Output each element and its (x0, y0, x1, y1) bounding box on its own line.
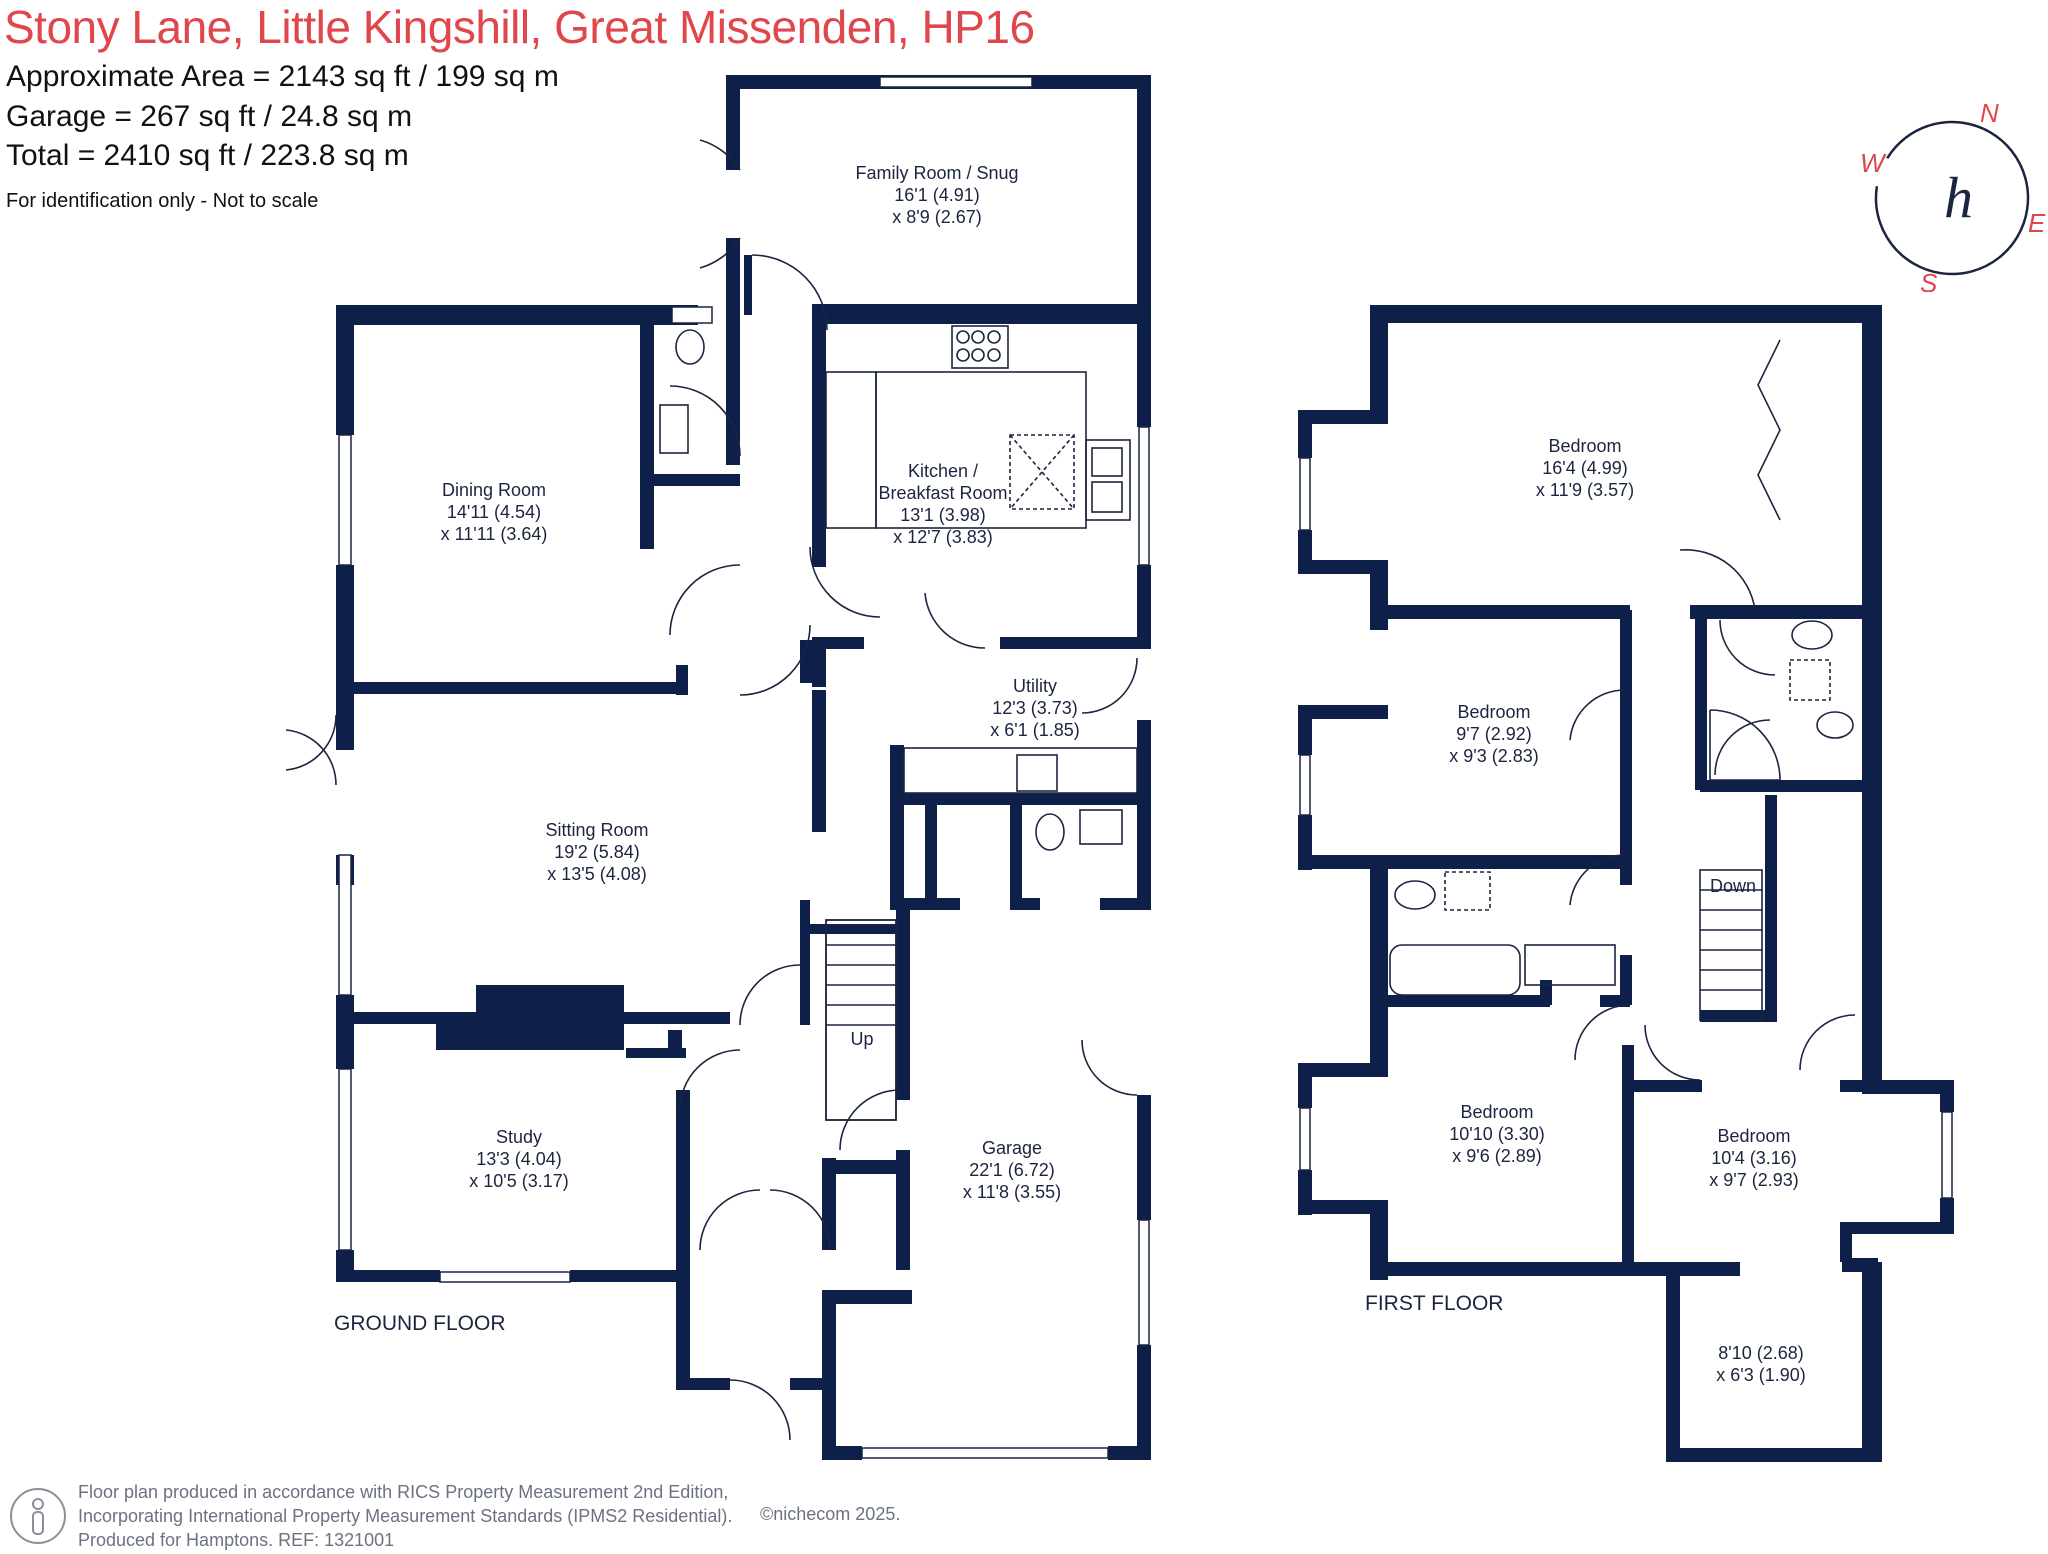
garage-name: Garage (982, 1138, 1042, 1158)
dining-room-dim1: 14'11 (4.54) (447, 502, 541, 522)
bedroom2-dim2: x 9'3 (2.83) (1449, 746, 1538, 766)
kitchen-dim1: 13'1 (3.98) (900, 505, 986, 525)
ground-floor-walls (336, 75, 1151, 1460)
dressing-dim1: 8'10 (2.68) (1718, 1343, 1804, 1363)
footer-text: Floor plan produced in accordance with R… (78, 1480, 732, 1552)
room-labels: Family Room / Snug 16'1 (4.91) x 8'9 (2.… (334, 163, 1806, 1385)
bedroom2-name: Bedroom (1457, 702, 1530, 722)
bedroom4-name: Bedroom (1717, 1126, 1790, 1146)
bedroom4-dim2: x 9'7 (2.93) (1709, 1170, 1798, 1190)
first-floor-windows (1299, 457, 1953, 1199)
garage-area: Garage = 267 sq ft / 24.8 sq m (6, 100, 413, 133)
first-floor-fixtures (1389, 339, 1856, 1081)
compass-logo-icon: N E S W h (1860, 98, 2046, 292)
utility-name: Utility (1013, 676, 1057, 696)
bedroom3-dim1: 10'10 (3.30) (1449, 1124, 1545, 1144)
study-name: Study (496, 1127, 542, 1147)
ground-floor-windows (338, 76, 1150, 1459)
utility-dim2: x 6'1 (1.85) (990, 720, 1079, 740)
bedroom1-dim1: 16'4 (4.99) (1542, 458, 1628, 478)
family-room-dim1: 16'1 (4.91) (894, 185, 980, 205)
bedroom1-name: Bedroom (1548, 436, 1621, 456)
identification-note: For identification only - Not to scale (6, 190, 319, 212)
sitting-room-dim2: x 13'5 (4.08) (547, 864, 647, 884)
compass-logo-letter: h (1944, 165, 1973, 230)
bedroom3-name: Bedroom (1460, 1102, 1533, 1122)
kitchen-name2: Breakfast Room (878, 483, 1007, 503)
person-icon (10, 1488, 66, 1544)
kitchen-name: Kitchen / (908, 461, 978, 481)
compass-w: W (1860, 148, 1887, 178)
family-room-name: Family Room / Snug (855, 163, 1018, 183)
approx-area: Approximate Area = 2143 sq ft / 199 sq m (6, 60, 559, 93)
stairs-up-label: Up (850, 1029, 873, 1049)
compass-e: E (2028, 208, 2046, 238)
ground-floor-label: GROUND FLOOR (334, 1312, 506, 1335)
first-floor-label: FIRST FLOOR (1365, 1292, 1503, 1315)
page-title: Stony Lane, Little Kingshill, Great Miss… (4, 1, 1035, 53)
sitting-room-name: Sitting Room (545, 820, 648, 840)
ground-floor-fixtures (285, 139, 1138, 1441)
first-floor-walls (1298, 305, 1954, 1462)
footer-line2: Incorporating International Property Mea… (78, 1506, 733, 1526)
kitchen-dim2: x 12'7 (3.83) (893, 527, 993, 547)
study-dim2: x 10'5 (3.17) (469, 1171, 569, 1191)
study-dim1: 13'3 (4.04) (476, 1149, 562, 1169)
footer-line3: Produced for Hamptons. REF: 1321001 (78, 1530, 395, 1550)
sitting-room-dim1: 19'2 (5.84) (554, 842, 640, 862)
garage-dim2: x 11'8 (3.55) (963, 1182, 1061, 1202)
dining-room-name: Dining Room (442, 480, 546, 500)
utility-dim1: 12'3 (3.73) (992, 698, 1078, 718)
stairs-down-label: Down (1710, 876, 1756, 896)
bedroom2-dim1: 9'7 (2.92) (1456, 724, 1531, 744)
total-area: Total = 2410 sq ft / 223.8 sq m (6, 139, 409, 172)
bedroom3-dim2: x 9'6 (2.89) (1452, 1146, 1541, 1166)
compass-n: N (1980, 98, 1999, 128)
dining-room-dim2: x 11'11 (3.64) (441, 524, 548, 544)
footer-line1: Floor plan produced in accordance with R… (78, 1482, 729, 1502)
compass-s: S (1920, 268, 1938, 292)
bedroom4-dim1: 10'4 (3.16) (1711, 1148, 1797, 1168)
family-room-dim2: x 8'9 (2.67) (892, 207, 981, 227)
dressing-dim2: x 6'3 (1.90) (1716, 1365, 1805, 1385)
garage-dim1: 22'1 (6.72) (969, 1160, 1055, 1180)
bedroom1-dim2: x 11'9 (3.57) (1536, 480, 1634, 500)
copyright: ©nichecom 2025. (760, 1504, 901, 1524)
